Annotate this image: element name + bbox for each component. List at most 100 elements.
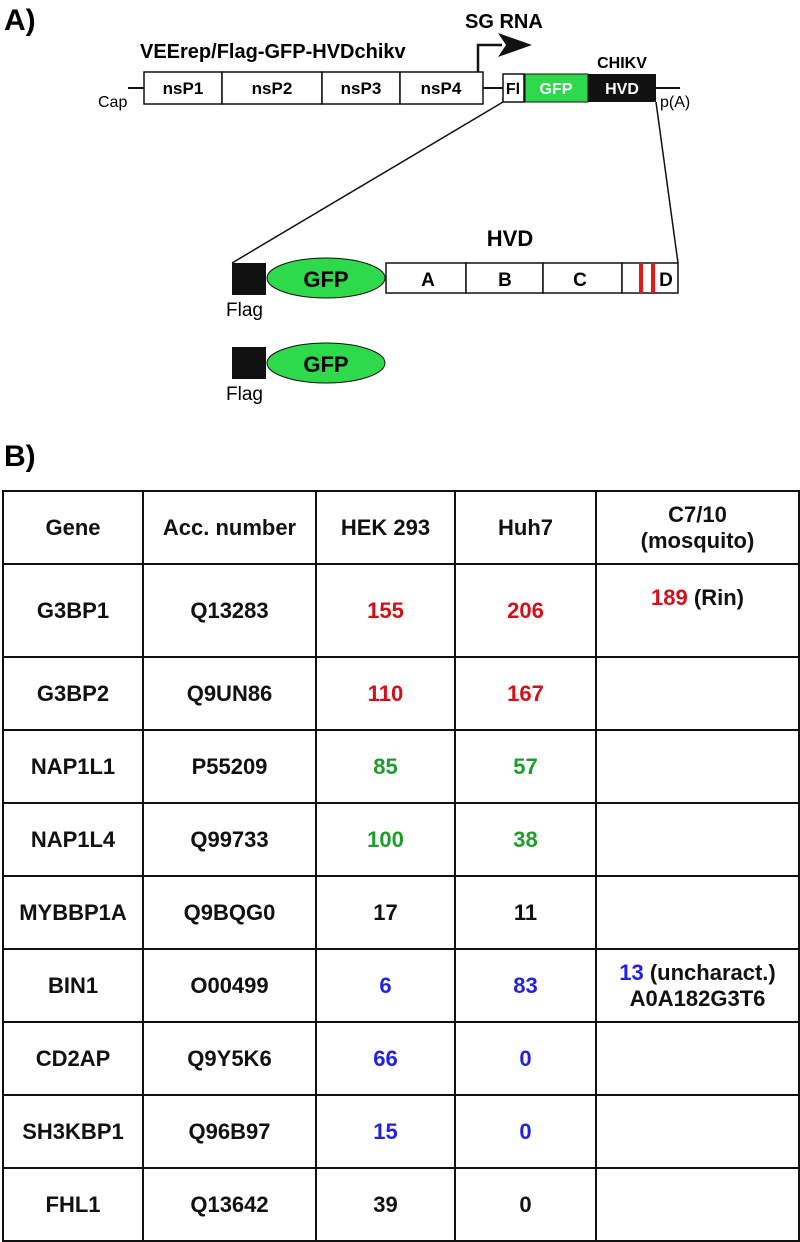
- domain-c-label: C: [573, 270, 587, 291]
- c710-note: (uncharact.): [643, 959, 776, 985]
- hek293-cell: 66: [315, 1021, 456, 1096]
- construct-diagram: A) VEErep/Flag-GFP-HVDchikv SG RNA Cap p…: [4, 4, 690, 473]
- gfp-oval: [266, 257, 386, 299]
- gene-cell: SH3KBP1: [2, 1094, 144, 1169]
- acc-number-cell: O00499: [142, 948, 317, 1023]
- gene-cell: MYBBP1A: [2, 875, 144, 950]
- header-c710-line1: C7/10: [668, 501, 727, 527]
- hvd-box: [588, 74, 656, 102]
- c710-cell: [595, 1021, 800, 1096]
- c710-cell: 189 (Rin): [595, 563, 800, 658]
- gene-cell: NAP1L4: [2, 802, 144, 877]
- ns-box-group: nsP1 nsP2 nsP3 nsP4: [143, 71, 484, 105]
- c710-cell: [595, 656, 800, 731]
- gene-cell: NAP1L1: [2, 729, 144, 804]
- huh7-cell: 206: [454, 563, 597, 658]
- acc-number-cell: Q9Y5K6: [142, 1021, 317, 1096]
- hek293-cell: 17: [315, 875, 456, 950]
- fl-label: Fl: [506, 81, 520, 98]
- table-header-row: Gene Acc. number HEK 293 Huh7 C7/10 (mos…: [2, 490, 800, 565]
- domain-a-label: A: [421, 270, 435, 291]
- panel-a-label: A): [4, 4, 36, 37]
- hek293-cell: 39: [315, 1167, 456, 1242]
- hvd-title: HVD: [487, 226, 533, 251]
- flag-label-2: Flag: [226, 384, 263, 405]
- expansion-line-right: [655, 101, 679, 264]
- nsp2-label: nsP2: [252, 79, 293, 98]
- gene-cell: G3BP1: [2, 563, 144, 658]
- chikv-label: CHIKV: [597, 55, 647, 72]
- hek293-cell: 110: [315, 656, 456, 731]
- c710-cell: [595, 802, 800, 877]
- gfp-oval-label: GFP: [303, 267, 348, 292]
- c710-cell: [595, 1094, 800, 1169]
- gfp-oval-2: [266, 342, 386, 384]
- nsp1-label: nsP1: [163, 79, 204, 98]
- header-hek293: HEK 293: [315, 490, 456, 565]
- sg-rna-label: SG RNA: [465, 11, 543, 33]
- panel-b-label: B): [4, 440, 36, 473]
- sg-rna-arrow: [476, 33, 532, 72]
- hek293-cell: 6: [315, 948, 456, 1023]
- c710-cell: [595, 729, 800, 804]
- c710-cell: [595, 875, 800, 950]
- hek293-cell: 100: [315, 802, 456, 877]
- header-gene: Gene: [2, 490, 144, 565]
- huh7-cell: 57: [454, 729, 597, 804]
- nsp4-label: nsP4: [421, 79, 462, 98]
- hvd-box-label: HVD: [605, 81, 639, 98]
- hek293-cell: 15: [315, 1094, 456, 1169]
- huh7-cell: 0: [454, 1021, 597, 1096]
- flag-label: Flag: [226, 300, 263, 321]
- construct-name: VEErep/Flag-GFP-HVDchikv: [140, 41, 406, 63]
- header-acc-number: Acc. number: [142, 490, 317, 565]
- huh7-cell: 0: [454, 1094, 597, 1169]
- c710-cell: 13 (uncharact.)A0A182G3T6: [595, 948, 800, 1023]
- cap-label: Cap: [98, 94, 127, 111]
- gene-cell: BIN1: [2, 948, 144, 1023]
- acc-number-cell: Q13283: [142, 563, 317, 658]
- hvd-domain-boxes: A B C D: [385, 262, 679, 294]
- hek293-cell: 155: [315, 563, 456, 658]
- c710-cell: [595, 1167, 800, 1242]
- huh7-cell: 167: [454, 656, 597, 731]
- c710-line1: 189 (Rin): [597, 585, 798, 611]
- acc-number-cell: Q96B97: [142, 1094, 317, 1169]
- acc-number-cell: Q99733: [142, 802, 317, 877]
- fl-box: [502, 73, 525, 103]
- c710-note: (Rin): [687, 585, 744, 610]
- huh7-cell: 0: [454, 1167, 597, 1242]
- polya-label: p(A): [660, 94, 690, 111]
- domain-d-label: D: [659, 270, 673, 291]
- gfp-box-label: GFP: [540, 81, 573, 98]
- gfp-oval-2-label: GFP: [303, 352, 348, 377]
- acc-number-cell: Q9UN86: [142, 656, 317, 731]
- header-huh7: Huh7: [454, 490, 597, 565]
- domain-b-label: B: [498, 270, 512, 291]
- gene-cell: FHL1: [2, 1167, 144, 1242]
- acc-number-cell: Q9BQG0: [142, 875, 317, 950]
- interactor-table: Gene Acc. number HEK 293 Huh7 C7/10 (mos…: [2, 490, 800, 1242]
- hek293-cell: 85: [315, 729, 456, 804]
- expansion-line-left: [231, 101, 504, 264]
- header-c710-line2: (mosquito): [640, 527, 755, 553]
- c710-line1: 13 (uncharact.): [597, 960, 798, 986]
- header-c710: C7/10 (mosquito): [595, 490, 800, 565]
- flag-block-2: [232, 347, 266, 379]
- c710-count: 189: [651, 585, 688, 610]
- acc-number-cell: P55209: [142, 729, 317, 804]
- gene-cell: CD2AP: [2, 1021, 144, 1096]
- c710-count: 13: [619, 959, 644, 985]
- acc-number-cell: Q13642: [142, 1167, 317, 1242]
- flag-block: [232, 263, 266, 295]
- huh7-cell: 83: [454, 948, 597, 1023]
- c710-accession: A0A182G3T6: [629, 985, 766, 1011]
